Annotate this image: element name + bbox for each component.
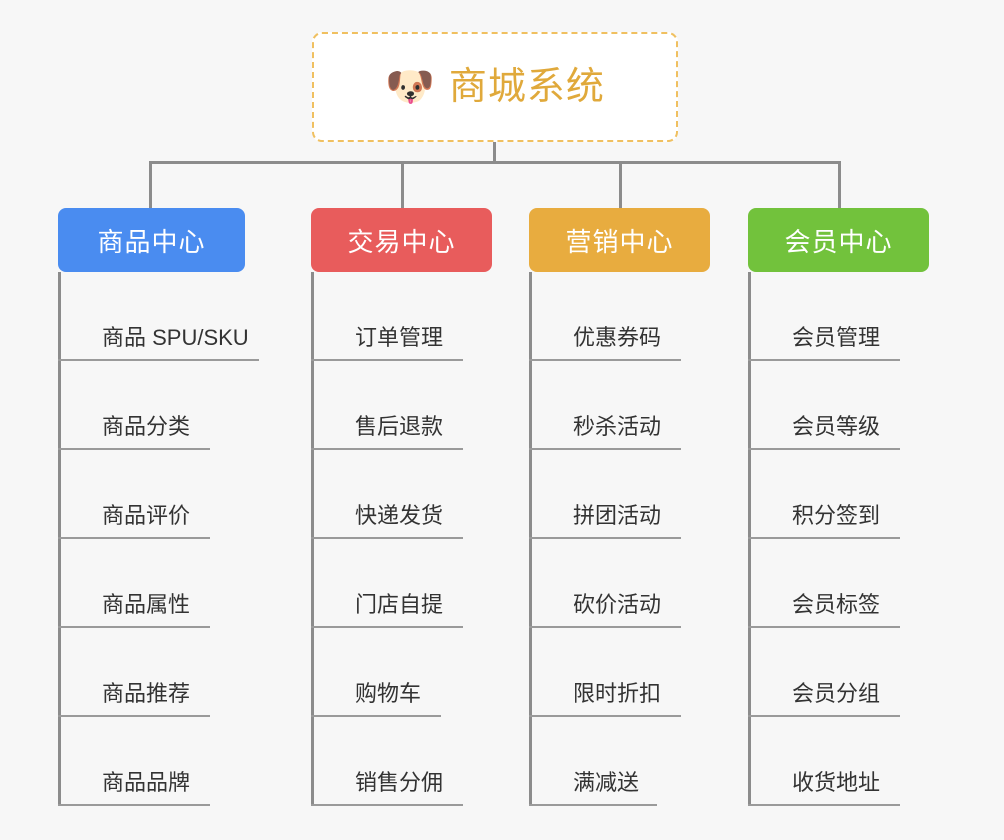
leaf-item-rule [748, 804, 900, 806]
drop-connector-1 [149, 161, 152, 208]
leaf-item-rule [58, 448, 210, 450]
leaf-item-rule [529, 715, 681, 717]
branch-column-member-center: 会员中心 会员管理会员等级积分签到会员标签会员分组收货地址 [748, 208, 929, 806]
leaf-item-label: 商品评价 [102, 503, 191, 528]
leaf-item-label: 会员分组 [792, 681, 881, 706]
leaf-item-label: 拼团活动 [573, 503, 662, 528]
leaf-item-rule [748, 359, 900, 361]
horizontal-bus-connector [149, 161, 839, 164]
leaf-item-label: 优惠券码 [573, 325, 662, 350]
shiba-dog-face-icon: 🐶 [385, 65, 435, 109]
root-title: 商城系统 [448, 66, 605, 108]
leaf-item-label: 会员等级 [792, 414, 881, 439]
branch-header-product-center[interactable]: 商品中心 [58, 208, 245, 272]
leaf-item-label: 秒杀活动 [573, 414, 662, 439]
root-node[interactable]: 🐶 商城系统 [312, 32, 678, 142]
leaf-item-rule [529, 359, 681, 361]
leaf-item-label: 售后退款 [355, 414, 444, 439]
leaf-item-rule [311, 359, 463, 361]
leaf-item-rule [748, 448, 900, 450]
leaf-item-rule [748, 626, 900, 628]
leaf-item-rule [748, 715, 900, 717]
leaf-item-label: 积分签到 [792, 503, 881, 528]
leaf-item-label: 快递发货 [355, 503, 444, 528]
branch-spine-4 [748, 272, 751, 806]
branch-column-product-center: 商品中心 商品 SPU/SKU 商品分类商品评价商品属性商品推荐商品品牌 [58, 208, 259, 806]
leaf-item-label: 砍价活动 [573, 592, 662, 617]
leaf-item-rule [311, 804, 463, 806]
leaf-item-label: 会员标签 [792, 592, 881, 617]
branch-header-marketing-center[interactable]: 营销中心 [529, 208, 710, 272]
branch-spine-2 [311, 272, 314, 806]
branch-spine-1 [58, 272, 61, 806]
leaf-item-label: 收货地址 [792, 770, 881, 795]
leaf-item-rule [748, 537, 900, 539]
leaf-item-rule [529, 448, 681, 450]
leaf-item-rule [58, 626, 210, 628]
drop-connector-3 [619, 161, 622, 208]
branch-header-member-center[interactable]: 会员中心 [748, 208, 929, 272]
drop-connector-4 [838, 161, 841, 208]
leaf-item-label: 门店自提 [355, 592, 444, 617]
leaf-item-label: 商品品牌 [102, 770, 191, 795]
leaf-item-rule [529, 804, 657, 806]
leaf-item-label: 商品推荐 [102, 681, 191, 706]
leaf-item-label: 商品 SPU/SKU [102, 325, 249, 350]
leaf-item-rule [529, 626, 681, 628]
leaf-item-label: 会员管理 [792, 325, 881, 350]
leaf-item-label: 购物车 [355, 681, 422, 706]
root-stem-connector [493, 142, 496, 163]
branch-column-marketing-center: 营销中心 优惠券码秒杀活动拼团活动砍价活动限时折扣满减送 [529, 208, 710, 806]
branch-spine-3 [529, 272, 532, 806]
leaf-item-label: 满减送 [573, 770, 640, 795]
leaf-item-rule [58, 359, 259, 361]
leaf-item-label: 销售分佣 [355, 770, 444, 795]
leaf-item-rule [311, 537, 463, 539]
leaf-item-rule [311, 715, 441, 717]
leaf-item-rule [311, 448, 463, 450]
leaf-item-label: 限时折扣 [573, 681, 662, 706]
leaf-item-rule [58, 804, 210, 806]
branch-header-trade-center[interactable]: 交易中心 [311, 208, 492, 272]
leaf-item-label: 订单管理 [355, 325, 444, 350]
leaf-item-label: 商品属性 [102, 592, 191, 617]
leaf-item-label: 商品分类 [102, 414, 191, 439]
leaf-item-rule [58, 715, 210, 717]
leaf-item-rule [58, 537, 210, 539]
leaf-item-rule [311, 626, 463, 628]
leaf-item-rule [529, 537, 681, 539]
drop-connector-2 [401, 161, 404, 208]
branch-column-trade-center: 交易中心 订单管理售后退款快递发货门店自提购物车销售分佣 [311, 208, 492, 806]
